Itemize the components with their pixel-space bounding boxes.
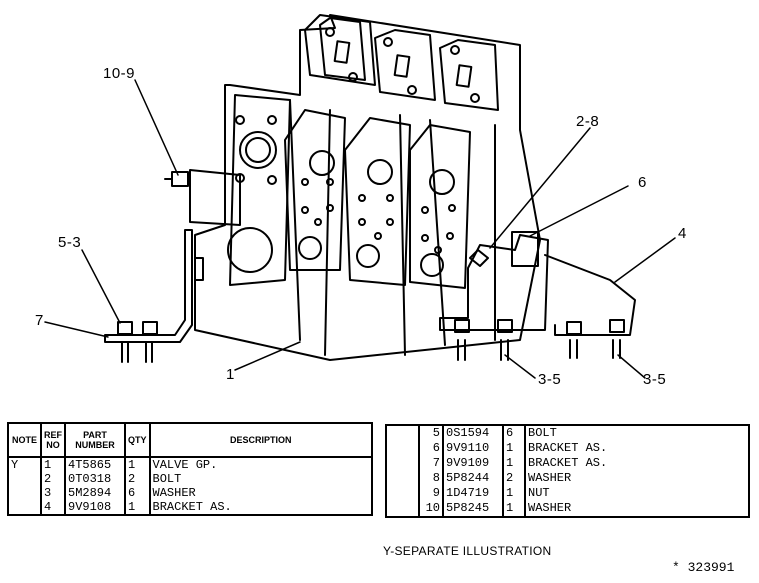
cell-qty: 6 [503, 425, 526, 441]
cell-note [8, 486, 42, 500]
cell-note [386, 486, 420, 501]
table-row: 8 5P8244 2 WASHER [386, 471, 749, 486]
table-row: 6 9V9110 1 BRACKET AS. [386, 441, 749, 456]
cell-qty: 1 [503, 456, 526, 471]
callout-2-8: 2-8 [576, 113, 600, 130]
cell-part: 5M2894 [65, 486, 126, 500]
cell-part: 9V9109 [443, 456, 504, 471]
table-row: 3 5M2894 6 WASHER [8, 486, 372, 500]
table-row: 5 0S1594 6 BOLT [386, 425, 749, 441]
callout-5-3: 5-3 [58, 234, 82, 251]
header-description: DESCRIPTION [149, 423, 372, 458]
right-bracket [439, 231, 636, 361]
parts-table-right: 5 0S1594 6 BOLT 6 9V9110 1 BRACKET AS. 7… [385, 424, 750, 518]
valve-section-plates [284, 109, 471, 289]
cell-desc: WASHER [528, 471, 572, 485]
cell-note [386, 441, 420, 456]
cell-qty: 1 [503, 486, 526, 501]
callout-1: 1 [226, 366, 235, 383]
cell-part: 5P8245 [443, 501, 504, 517]
cell-note [386, 471, 420, 486]
cell-ref: 4 [41, 500, 66, 515]
cell-ref: 1 [41, 457, 66, 472]
cell-qty: 2 [503, 471, 526, 486]
cell-note [386, 456, 420, 471]
header-ref-no: REF NO [41, 423, 66, 458]
cell-qty: 1 [125, 500, 151, 515]
leader-lines [44, 79, 676, 379]
table-row: 2 0T0318 2 BOLT [8, 472, 372, 486]
cell-part: 9V9110 [443, 441, 504, 456]
valve-assembly-drawing [44, 14, 676, 379]
separate-illustration-note: Y-SEPARATE ILLUSTRATION [383, 544, 552, 558]
cell-part: 0T0318 [65, 472, 126, 486]
cell-note: Y [8, 457, 42, 472]
cell-ref: 8 [419, 471, 444, 486]
cell-desc: BRACKET AS. [152, 500, 232, 514]
table-row: Y 1 4T5865 1 VALVE GP. [8, 457, 372, 472]
solenoid-block [164, 169, 241, 226]
parts-table-left: NOTE REF NO PART NUMBER QTY DESCRIPTION … [7, 422, 373, 516]
parts-table-header: NOTE REF NO PART NUMBER QTY DESCRIPTION [8, 423, 372, 458]
cell-desc: BOLT [152, 472, 182, 486]
cell-qty: 2 [125, 472, 151, 486]
callout-3-5-right: 3-5 [643, 371, 667, 388]
left-bracket [104, 229, 204, 363]
cell-ref: 2 [41, 472, 66, 486]
cell-part: 9V9108 [65, 500, 126, 515]
cell-desc: WASHER [528, 501, 572, 515]
table-row: 4 9V9108 1 BRACKET AS. [8, 500, 372, 515]
callout-3-5-center: 3-5 [538, 371, 562, 388]
cell-note [8, 472, 42, 486]
cell-note [386, 425, 420, 441]
cell-part: 5P8244 [443, 471, 504, 486]
cell-desc: VALVE GP. [152, 458, 218, 472]
cell-desc: BRACKET AS. [528, 441, 608, 455]
header-part-number: PART NUMBER [65, 423, 126, 458]
valve-body-outline [194, 14, 541, 361]
cell-qty: 1 [125, 457, 151, 472]
top-caps [304, 14, 499, 111]
callout-10-9: 10-9 [103, 65, 136, 82]
cell-ref: 5 [419, 425, 444, 441]
table-row: 9 1D4719 1 NUT [386, 486, 749, 501]
callout-4: 4 [678, 225, 687, 242]
cell-ref: 9 [419, 486, 444, 501]
cell-ref: 10 [419, 501, 444, 517]
cell-ref: 7 [419, 456, 444, 471]
cell-desc: BRACKET AS. [528, 456, 608, 470]
header-qty: QTY [125, 423, 151, 458]
callout-7: 7 [35, 312, 44, 329]
cell-note [386, 501, 420, 517]
cell-ref: 6 [419, 441, 444, 456]
callout-6: 6 [638, 174, 647, 191]
cell-ref: 3 [41, 486, 66, 500]
cell-desc: WASHER [152, 486, 196, 500]
header-note: NOTE [8, 423, 42, 458]
cell-qty: 1 [503, 501, 526, 517]
table-row: 10 5P8245 1 WASHER [386, 501, 749, 517]
cell-part: 4T5865 [65, 457, 126, 472]
drawing-number: * 323991 [672, 560, 735, 575]
cell-note [8, 500, 42, 515]
cell-part: 1D4719 [443, 486, 504, 501]
cell-desc: BOLT [528, 426, 557, 440]
cell-qty: 6 [125, 486, 151, 500]
cell-desc: NUT [528, 486, 550, 500]
table-row: 7 9V9109 1 BRACKET AS. [386, 456, 749, 471]
cell-qty: 1 [503, 441, 526, 456]
left-end-cap [227, 94, 291, 286]
cell-part: 0S1594 [443, 425, 504, 441]
